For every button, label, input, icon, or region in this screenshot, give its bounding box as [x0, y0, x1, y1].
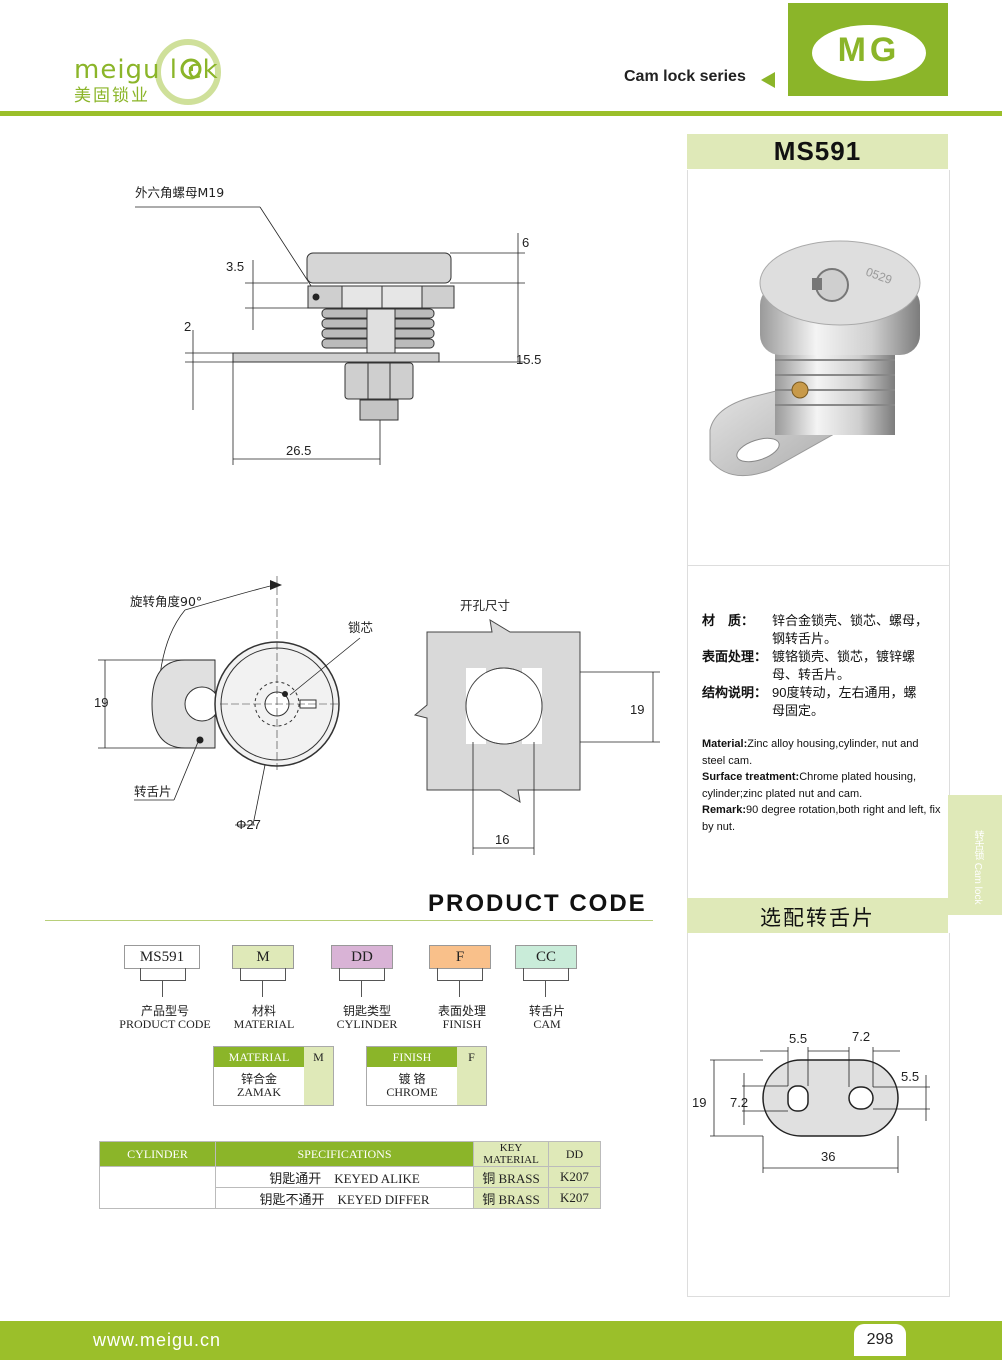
code-bracket [523, 968, 569, 981]
code-cell: K207 [548, 1166, 601, 1188]
code-bracket-stem [545, 981, 546, 997]
cam-drawing: 5.5 7.2 5.5 19 7.2 36 [692, 1029, 930, 1173]
page-number-tab [854, 1324, 906, 1356]
dim-26-5: 26.5 [286, 443, 311, 458]
spec-cell: 钥匙不通开 KEYED DIFFER [215, 1187, 474, 1209]
table-row: 钥匙通开 KEYED ALIKE 铜 BRASS K207 [99, 1166, 601, 1209]
spec-material-cn: 材 质：锌合金锁壳、锁芯、螺母， 钢转舌片。 [702, 613, 929, 646]
code-bracket-stem [162, 981, 163, 997]
code-cell: K207 [548, 1187, 601, 1209]
nut-label: 外六角螺母M19 [135, 185, 224, 200]
logo-lock-icon [180, 58, 202, 80]
cam-dim-5-5-top: 5.5 [789, 1031, 807, 1046]
cylinder-label: 锁芯 [348, 620, 373, 635]
logo-lock-ring [155, 39, 221, 105]
specifications-header: SPECIFICATIONS [215, 1141, 474, 1167]
cutout-label: 开孔尺寸 [460, 598, 510, 613]
cam-dim-36: 36 [821, 1149, 835, 1164]
dim-16: 16 [495, 832, 509, 847]
series-arrow-icon [761, 72, 775, 88]
spec-remark-cn: 结构说明：90度转动，左右通用，螺 母固定。 [702, 685, 917, 718]
spec-finish-en: Surface treatment:Chrome plated housing,… [702, 771, 916, 800]
dim-6: 6 [522, 235, 529, 250]
code-box-model: MS591 [124, 945, 200, 969]
spec-frame [687, 566, 950, 900]
rotation-label: 旋转角度90° [130, 594, 202, 609]
cam-section-title: 选配转舌片 [760, 907, 875, 930]
footer-url[interactable]: www.meigu.cn [93, 1330, 222, 1350]
brand-badge-ellipse [812, 25, 926, 81]
spec-remark-en: Remark:90 degree rotation,both right and… [702, 804, 941, 833]
material-cell: 铜 BRASS [473, 1166, 549, 1188]
code-bracket-stem [361, 981, 362, 997]
code-box-cam: CC [515, 945, 577, 969]
side-view-drawing: 外六角螺母M19 6 3.5 2 15.5 26.5 [135, 185, 541, 465]
dim-3-5: 3.5 [226, 259, 244, 274]
cutout-drawing: 开孔尺寸 19 16 [413, 598, 660, 855]
spec-cell: 钥匙通开 KEYED ALIKE [215, 1166, 474, 1188]
logo-chinese: 美固锁业 [74, 86, 150, 106]
material-table-code-header: M [304, 1047, 333, 1067]
code-bracket [437, 968, 483, 981]
finish-table-code-cell [457, 1067, 486, 1105]
code-bracket [240, 968, 286, 981]
cam-dim-7-2-left: 7.2 [730, 1095, 748, 1110]
material-table-header: MATERIAL [214, 1047, 304, 1067]
cylinder-table-header-row: CYLINDER SPECIFICATIONS KEY MATERIAL DD [99, 1141, 601, 1167]
key-material-header: KEY MATERIAL [473, 1141, 549, 1167]
code-bracket [140, 968, 186, 981]
header-divider [0, 111, 1002, 116]
code-bracket-stem [262, 981, 263, 997]
product-photo: 0529 [709, 240, 921, 477]
cylinder-header: CYLINDER [99, 1141, 216, 1167]
product-code-title: PRODUCT CODE [428, 890, 647, 917]
code-box-cylinder: DD [331, 945, 393, 969]
spec-material-en: Material:Zinc alloy housing,cylinder, nu… [702, 738, 919, 767]
cylinder-cell [99, 1166, 216, 1209]
dim-19-left: 19 [94, 695, 108, 710]
footer-bar [0, 1321, 1002, 1360]
cam-section-frame [687, 933, 950, 1297]
model-number: MS591 [773, 136, 862, 166]
front-view-drawing: 旋转角度90° 锁芯 转舌片 19 Φ27 [94, 576, 373, 832]
dim-19-right: 19 [630, 702, 644, 717]
dim-phi27: Φ27 [236, 817, 261, 832]
cam-dim-5-5-right: 5.5 [901, 1069, 919, 1084]
table-row: 钥匙不通开 KEYED DIFFER 铜 BRASS K207 [100, 1187, 601, 1209]
spec-finish-cn: 表面处理：镀铬锁壳、锁芯，镀锌螺 母、转舌片。 [702, 649, 916, 682]
cam-section-header-bg [687, 898, 948, 933]
finish-table-code-header: F [457, 1047, 486, 1067]
brand-badge-text: MG [837, 31, 901, 69]
cylinder-table: CYLINDER SPECIFICATIONS KEY MATERIAL DD … [99, 1141, 601, 1209]
series-title: Cam lock series [624, 68, 746, 85]
finish-table-header: FINISH [367, 1047, 457, 1067]
side-tab [948, 795, 1002, 915]
dim-2: 2 [184, 319, 191, 334]
dd-header: DD [548, 1141, 601, 1167]
material-table-code-cell [304, 1067, 333, 1105]
dim-15-5: 15.5 [516, 352, 541, 367]
cam-dim-19: 19 [692, 1095, 706, 1110]
product-photo-frame [687, 170, 950, 566]
cam-dim-7-2-top: 7.2 [852, 1029, 870, 1044]
page-number: 298 [866, 1331, 894, 1348]
product-code-divider [45, 920, 653, 921]
material-cell: 铜 BRASS [473, 1187, 549, 1209]
code-bracket-stem [459, 981, 460, 997]
model-header-bg [687, 134, 948, 169]
cam-label: 转舌片 [134, 784, 172, 799]
code-bracket [339, 968, 385, 981]
code-box-material: M [232, 945, 294, 969]
code-box-finish: F [429, 945, 491, 969]
side-tab-label: 转舌锁 Cam lock [972, 830, 983, 905]
